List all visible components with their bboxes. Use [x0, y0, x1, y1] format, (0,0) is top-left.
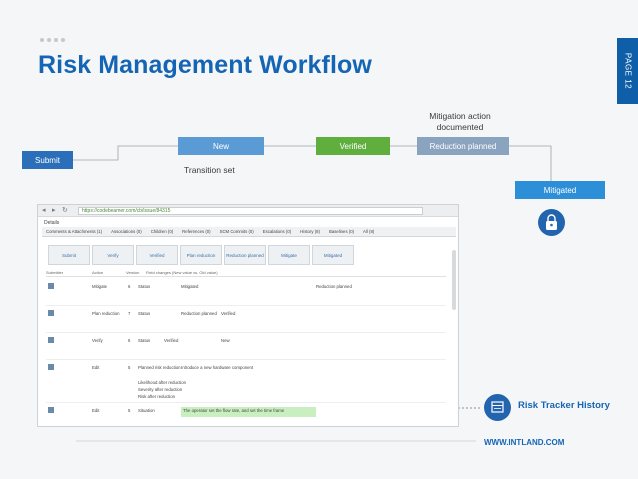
tab-scm: SCM Commits (0)	[219, 229, 254, 234]
state-verified: Verified	[316, 137, 390, 155]
tab-comments: Comments & Attachments (1)	[46, 229, 103, 234]
row-action: Edit	[92, 408, 100, 413]
row-version: 5	[128, 408, 131, 413]
row-field: Status	[138, 338, 151, 343]
col-submitter: Submitter	[46, 270, 64, 275]
step-mitigate: Mitigate	[268, 245, 310, 265]
row-new-value: Verified	[164, 338, 179, 343]
forward-icon: ▸	[52, 207, 56, 214]
mitigation-annotation-line2: documented	[436, 122, 484, 132]
row-action: Verify	[92, 338, 103, 343]
step-mitigated-label: Mitigated	[323, 252, 343, 258]
state-new-label: New	[212, 141, 229, 151]
state-submit-label: Submit	[35, 155, 60, 165]
state-mitigated: Mitigated	[515, 181, 605, 199]
risk-tracker-history-label: Risk Tracker History	[518, 400, 610, 411]
step-reduction-planned-label: Reduction planned	[226, 252, 264, 258]
step-plan-reduction-label: Plan reduction	[186, 252, 216, 258]
state-reduction-planned: Reduction planned	[417, 137, 509, 155]
avatar	[48, 364, 54, 370]
step-verify-label: Verify	[107, 252, 119, 258]
state-new: New	[178, 137, 264, 155]
row-field: Situation	[138, 408, 155, 413]
row-old-value: New	[221, 338, 230, 343]
step-verified-label: Verified	[149, 252, 165, 258]
tab-all: All (8)	[363, 229, 375, 234]
history-table-icon	[484, 394, 511, 421]
reload-icon: ↻	[62, 207, 68, 214]
tab-associations: Associations (0)	[111, 229, 142, 234]
state-verified-label: Verified	[339, 141, 367, 151]
risk-field-risk: Risk after reduction	[138, 394, 176, 399]
table-row: Plan reduction 7 Status Reduction planne…	[46, 306, 446, 333]
avatar	[48, 310, 54, 316]
browser-toolbar: ◂ ▸ ↻ https://codebeamer.com/cb/issue/84…	[38, 205, 458, 217]
slide-title: Risk Management Workflow	[38, 51, 372, 79]
step-mitigated: Mitigated	[312, 245, 354, 265]
state-reduction-planned-label: Reduction planned	[429, 141, 497, 151]
row-old-value: Verified	[221, 311, 236, 316]
row-new-value: Introduce a new hardware component	[181, 365, 254, 370]
highlighted-change	[181, 407, 316, 417]
lock-icon	[538, 209, 565, 236]
step-submit: Submit	[48, 245, 90, 265]
details-heading: Details	[44, 220, 60, 226]
url-bar: https://codebeamer.com/cb/issue/84315	[78, 207, 423, 215]
row-new-value: The operator set the flow rate, and set …	[183, 408, 285, 413]
row-version: 7	[128, 311, 131, 316]
row-action: Mitigate	[92, 284, 108, 289]
step-plan-reduction: Plan reduction	[180, 245, 222, 265]
col-field-changes: Field changes (New value vs. Old value)	[146, 270, 218, 275]
avatar	[48, 283, 54, 289]
col-version: Version	[126, 270, 140, 275]
risk-field-severity: Severity after reduction	[138, 387, 183, 392]
row-field: Status	[138, 311, 151, 316]
row-field: Planned risk reduction	[138, 365, 181, 370]
website-link[interactable]: WWW.INTLAND.COM	[484, 438, 565, 447]
table-row: Mitigate 6 Status Mitigated Reduction pl…	[46, 279, 446, 306]
step-mitigate-label: Mitigate	[281, 252, 297, 258]
step-verify: Verify	[92, 245, 134, 265]
row-old-value: Reduction planned	[316, 284, 352, 289]
risk-field-likelihood: Likelihood after reduction	[138, 380, 187, 385]
table-row: Edit 5 Planned risk reduction Introduce …	[46, 360, 446, 403]
mitigation-annotation-line1: Mitigation action	[429, 111, 491, 121]
tab-escalations: Escalations (0)	[262, 229, 292, 234]
page-tab: PAGE 12	[617, 38, 638, 104]
back-icon: ◂	[42, 207, 46, 214]
row-version: 6	[128, 284, 131, 289]
tab-children: Children (0)	[150, 229, 174, 234]
step-reduction-planned: Reduction planned	[224, 245, 266, 265]
avatar	[48, 407, 54, 413]
col-action: Action	[92, 270, 104, 275]
row-field: Status	[138, 284, 151, 289]
tab-references: References (0)	[182, 229, 211, 234]
state-mitigated-label: Mitigated	[543, 185, 577, 195]
decorative-dots	[40, 38, 65, 42]
row-action: Edit	[92, 365, 100, 370]
tab-history: History (8)	[300, 229, 320, 234]
step-verified: Verified	[136, 245, 178, 265]
history-column-header: Submitter Action Version Field changes (…	[46, 270, 446, 277]
step-submit-label: Submit	[61, 252, 76, 258]
tab-baselines: Baselines (0)	[328, 229, 355, 234]
embedded-app-screenshot: ◂ ▸ ↻ https://codebeamer.com/cb/issue/84…	[37, 204, 459, 427]
row-action: Plan reduction	[92, 311, 120, 316]
scrollbar	[452, 250, 456, 310]
row-new-value: Reduction planned	[181, 311, 217, 316]
row-new-value: Mitigated	[181, 284, 199, 289]
state-submit: Submit	[22, 151, 73, 169]
table-row: Edit 5 Situation The operator set the fl…	[46, 403, 446, 426]
mitigation-annotation: Mitigation action documented	[410, 111, 510, 133]
row-version: 6	[128, 338, 131, 343]
avatar	[48, 337, 54, 343]
transition-set-label: Transition set	[184, 165, 235, 175]
table-row: Verify 6 Status Verified New	[46, 333, 446, 360]
issue-tabs: Comments & Attachments (1) Associations …	[42, 227, 456, 237]
row-version: 5	[128, 365, 131, 370]
